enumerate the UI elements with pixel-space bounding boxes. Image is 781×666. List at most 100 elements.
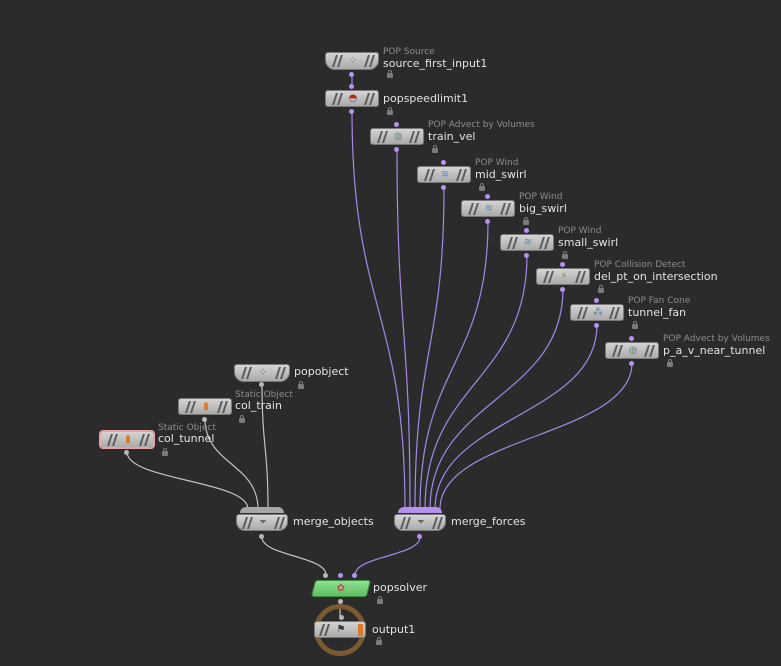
- node-body[interactable]: ≋: [500, 234, 554, 251]
- node-body[interactable]: ◍: [370, 128, 424, 145]
- output-port[interactable]: [417, 534, 422, 539]
- advect-sphere-icon: ◍: [628, 345, 638, 356]
- wire-merge-objects-to-popsolver[interactable]: [261, 536, 327, 576]
- node-name-label[interactable]: train_vel: [428, 130, 476, 143]
- wire-col-train-to-merge-objects[interactable]: [204, 418, 259, 510]
- node-name-label[interactable]: mid_swirl: [475, 168, 527, 181]
- lock-icon[interactable]: [239, 415, 245, 423]
- node-body[interactable]: ▮: [100, 431, 154, 448]
- lock-icon[interactable]: [667, 359, 673, 367]
- output-port[interactable]: [485, 219, 490, 224]
- lock-icon[interactable]: [298, 381, 304, 389]
- node-body[interactable]: ⁘: [325, 52, 379, 70]
- input-port[interactable]: [560, 262, 565, 267]
- node-type-label: POP Wind: [519, 192, 563, 202]
- lock-icon[interactable]: [387, 107, 393, 115]
- output-port[interactable]: [202, 417, 207, 422]
- node-body[interactable]: ◓: [325, 90, 379, 107]
- lock-icon[interactable]: [376, 637, 382, 645]
- wire-del-pt-to-merge-forces[interactable]: [429, 288, 564, 510]
- node-name-label[interactable]: big_swirl: [519, 202, 567, 215]
- node-body[interactable]: ⁘: [234, 364, 290, 382]
- output-port[interactable]: [629, 361, 634, 366]
- output-port[interactable]: [338, 599, 343, 604]
- node-body[interactable]: ≋: [461, 200, 515, 217]
- lock-icon[interactable]: [598, 285, 604, 293]
- node-name-label[interactable]: popobject: [294, 365, 349, 378]
- output-port[interactable]: [349, 109, 354, 114]
- node-name-label[interactable]: col_train: [235, 399, 282, 412]
- node-name-label[interactable]: p_a_v_near_tunnel: [663, 344, 766, 357]
- output-port[interactable]: [594, 323, 599, 328]
- lock-icon[interactable]: [162, 448, 168, 456]
- speedometer-icon: ◓: [348, 93, 358, 104]
- lock-icon[interactable]: [387, 70, 393, 78]
- wire-tunnel-fan-to-merge-forces[interactable]: [434, 324, 598, 510]
- input-port[interactable]: [485, 194, 490, 199]
- output-port[interactable]: [259, 382, 264, 387]
- node-name-label[interactable]: merge_forces: [451, 515, 526, 528]
- wind-icon: ≋: [523, 237, 533, 248]
- input-port-post-solve[interactable]: [352, 573, 357, 578]
- lock-icon[interactable]: [523, 217, 529, 225]
- input-port-objects[interactable]: [323, 573, 328, 578]
- wire-popobject-to-merge-objects[interactable]: [261, 383, 269, 510]
- wire-train-vel-to-merge-forces[interactable]: [396, 148, 411, 510]
- wire-mid-swirl-to-merge-forces[interactable]: [414, 186, 445, 510]
- wind-icon: ≋: [484, 203, 494, 214]
- node-body[interactable]: ◍: [605, 342, 659, 359]
- lock-icon[interactable]: [562, 251, 568, 259]
- lock-icon[interactable]: [377, 596, 383, 604]
- wire-speedlimit-to-merge-forces[interactable]: [351, 110, 406, 510]
- node-body[interactable]: ⚑: [314, 621, 366, 638]
- input-port[interactable]: [594, 298, 599, 303]
- node-name-label[interactable]: source_first_input1: [383, 57, 488, 70]
- input-port[interactable]: [339, 615, 344, 620]
- collision-icon: ⚡: [560, 271, 568, 282]
- node-name-label[interactable]: del_pt_on_intersection: [594, 270, 718, 283]
- wire-pav-to-merge-forces[interactable]: [439, 362, 633, 510]
- display-flag[interactable]: [358, 624, 363, 636]
- node-body[interactable]: ⚡: [536, 268, 590, 285]
- node-name-label[interactable]: popsolver: [373, 581, 428, 594]
- node-body[interactable]: ⏷: [394, 514, 446, 531]
- node-name-label[interactable]: merge_objects: [293, 515, 374, 528]
- input-port[interactable]: [524, 228, 529, 233]
- node-name-label[interactable]: output1: [372, 623, 416, 636]
- node-type-label: POP Source: [383, 47, 435, 57]
- output-port[interactable]: [124, 450, 129, 455]
- output-port[interactable]: [441, 185, 446, 190]
- node-type-label: Static Object: [235, 390, 293, 400]
- input-port[interactable]: [629, 336, 634, 341]
- output-port[interactable]: [349, 72, 354, 77]
- node-body[interactable]: ✿: [310, 580, 372, 597]
- lock-icon[interactable]: [632, 321, 638, 329]
- merge-input-bar[interactable]: [398, 507, 442, 513]
- node-body[interactable]: ⏷: [236, 514, 288, 531]
- input-port[interactable]: [349, 84, 354, 89]
- node-name-label[interactable]: col_tunnel: [158, 432, 215, 445]
- node-name-label[interactable]: popspeedlimit1: [383, 92, 469, 105]
- node-name-label[interactable]: tunnel_fan: [628, 306, 687, 319]
- node-name-label[interactable]: small_swirl: [558, 236, 619, 249]
- wire-small-swirl-to-merge-forces[interactable]: [424, 254, 528, 510]
- input-port-pre-solve[interactable]: [338, 573, 343, 578]
- wire-col-tunnel-to-merge-objects[interactable]: [126, 451, 249, 510]
- node-body[interactable]: ⁂: [570, 304, 624, 321]
- output-port[interactable]: [560, 287, 565, 292]
- node-body[interactable]: ≋: [417, 166, 471, 183]
- output-port[interactable]: [524, 253, 529, 258]
- output-port[interactable]: [259, 534, 264, 539]
- advect-sphere-icon: ◍: [393, 131, 403, 142]
- lock-icon[interactable]: [432, 145, 438, 153]
- input-port[interactable]: [441, 160, 446, 165]
- node-body[interactable]: ▮: [178, 398, 232, 415]
- input-port[interactable]: [394, 122, 399, 127]
- lock-icon[interactable]: [479, 183, 485, 191]
- merge-input-bar[interactable]: [240, 507, 284, 513]
- wire-big-swirl-to-merge-forces[interactable]: [419, 220, 489, 510]
- wire-merge-forces-to-popsolver[interactable]: [354, 536, 421, 576]
- output-port[interactable]: [394, 147, 399, 152]
